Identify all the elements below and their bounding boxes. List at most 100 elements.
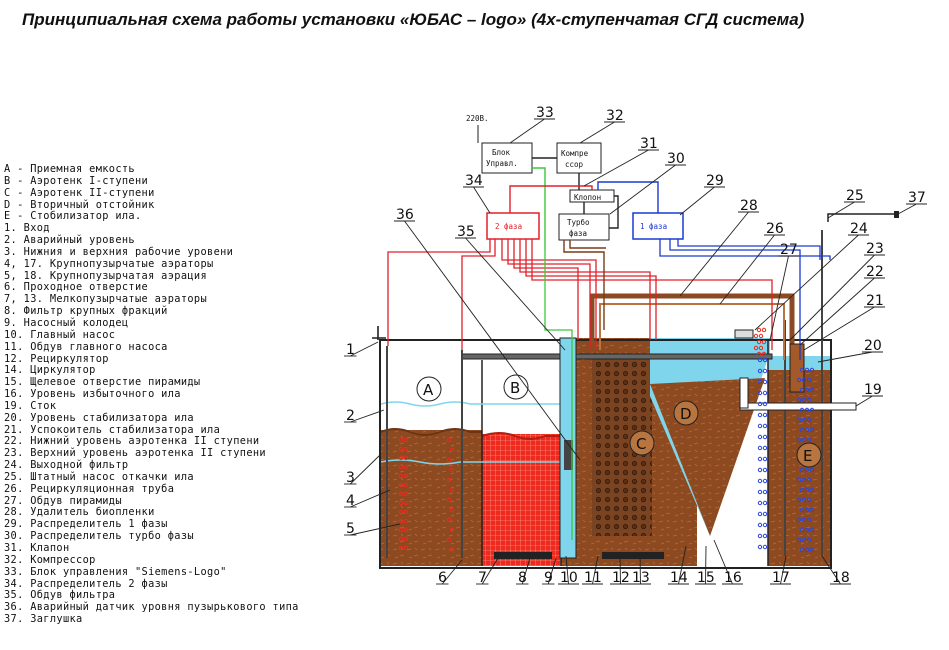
air-bubble <box>403 518 409 524</box>
phase2-distributor[interactable]: 2 фаза <box>486 212 540 240</box>
legend-item: 35. Обдув фильтра <box>4 589 116 602</box>
air-bubble <box>446 477 452 483</box>
air-bubble <box>796 477 802 483</box>
air-bubble <box>398 491 404 497</box>
legend-item: 21. Успокоитель стабилизатора ила <box>4 423 221 436</box>
legend-item: 34. Распределитель 2 фазы <box>4 577 168 590</box>
air-bubble <box>446 497 452 503</box>
air-bubble <box>762 489 768 495</box>
air-bubble <box>801 397 807 403</box>
air-bubble <box>398 545 404 551</box>
air-bubble <box>757 500 763 506</box>
air-bubble <box>762 412 768 418</box>
air-bubble <box>762 456 768 462</box>
air-bubble <box>806 417 812 423</box>
air-bubble <box>398 437 404 443</box>
control-wiring <box>509 157 659 250</box>
air-bubble <box>761 351 767 357</box>
zone-a-water-line-upper <box>380 401 560 407</box>
callout-number: 19 <box>864 382 882 398</box>
callout-number: 16 <box>724 570 742 586</box>
air-bubble <box>796 517 802 523</box>
zone-markers: A B C D E <box>416 374 822 468</box>
callout-leader <box>897 203 917 215</box>
air-bubble <box>449 467 455 473</box>
recirc-pipe-inner <box>599 303 785 360</box>
air-bubble <box>804 427 810 433</box>
compressor-line2: ссор <box>565 160 584 169</box>
phase1-distributor[interactable]: 1 фаза <box>632 212 684 240</box>
air-bubble <box>801 497 807 503</box>
legend-item: 5, 18. Крупнопузырчатая аэрация <box>4 269 208 282</box>
air-bubble <box>804 387 810 393</box>
air-bubble <box>398 509 404 515</box>
air-bubble <box>758 333 764 339</box>
callout-number: 37 <box>908 190 926 206</box>
air-bubble <box>403 482 409 488</box>
callout-leader <box>521 557 531 585</box>
air-bubble <box>403 509 409 515</box>
turbo-distributor[interactable]: Турбо фаза <box>558 213 610 241</box>
aeration-bubbles <box>398 327 815 553</box>
air-bubble <box>762 533 768 539</box>
legend-item: 24. Выходной фильтр <box>4 459 129 472</box>
air-bubble <box>762 522 768 528</box>
air-bubble <box>756 327 762 333</box>
air-bubble <box>398 464 404 470</box>
air-bubble <box>804 507 810 513</box>
compressor-air-line <box>544 250 573 540</box>
air-bubble <box>757 544 763 550</box>
callout-number: 21 <box>866 293 884 309</box>
air-bubble <box>761 339 767 345</box>
callout-number: 11 <box>584 570 602 586</box>
air-bubble <box>799 367 805 373</box>
air-bubble <box>806 397 812 403</box>
air-bubble <box>403 437 409 443</box>
compressor-box[interactable]: Компре ссор <box>556 142 602 174</box>
top-beam <box>461 353 773 360</box>
zone-e-sludge <box>768 370 830 566</box>
zone-a-sludge <box>381 430 482 566</box>
air-bubble <box>809 387 815 393</box>
valve-label: Клопон <box>574 193 601 202</box>
air-bubble <box>757 434 763 440</box>
inlet-pipe <box>372 326 386 340</box>
air-bubble <box>762 511 768 517</box>
legend-item: 15. Щелевое отверстие пирамиды <box>4 376 201 389</box>
callout-number: 4 <box>346 493 355 509</box>
air-bubble <box>757 533 763 539</box>
legend-item: 1. Вход <box>4 222 50 235</box>
callout-leader <box>803 306 875 351</box>
zone-d-label: D <box>680 405 692 423</box>
control-block-line2: Управл. <box>486 159 518 168</box>
callout-number: 1 <box>346 342 355 358</box>
callout-leader <box>609 164 676 215</box>
sludge-pump-stack <box>827 213 896 222</box>
recirc-pipe <box>589 293 795 360</box>
legend-item: 37. Заглушка <box>4 613 83 626</box>
callout-number: 35 <box>457 224 475 240</box>
air-bubble <box>756 339 762 345</box>
callout-number: 29 <box>706 173 724 189</box>
voltage-label: 220В. <box>466 114 489 123</box>
legend-item: D - Вторичный отстойник <box>4 198 155 211</box>
tank-body <box>379 230 857 569</box>
callout-number: 27 <box>780 242 798 258</box>
air-bubble <box>398 455 404 461</box>
air-bubble <box>804 467 810 473</box>
air-bubble <box>449 527 455 533</box>
air-bubble <box>804 407 810 413</box>
control-block[interactable]: Блок Управл. <box>481 142 533 174</box>
air-bubble <box>762 368 768 374</box>
air-bubble <box>403 464 409 470</box>
phase1-label: 1 фаза <box>640 222 667 231</box>
air-bubble <box>762 423 768 429</box>
legend-item: 36. Аварийный датчик уровня пузырькового… <box>4 601 299 614</box>
air-bubble <box>809 467 815 473</box>
callout-number: 26 <box>766 221 784 237</box>
valve-box[interactable]: Клопон <box>569 189 615 203</box>
callout-leader <box>350 489 391 508</box>
air-bubble <box>757 412 763 418</box>
air-bubble <box>799 547 805 553</box>
